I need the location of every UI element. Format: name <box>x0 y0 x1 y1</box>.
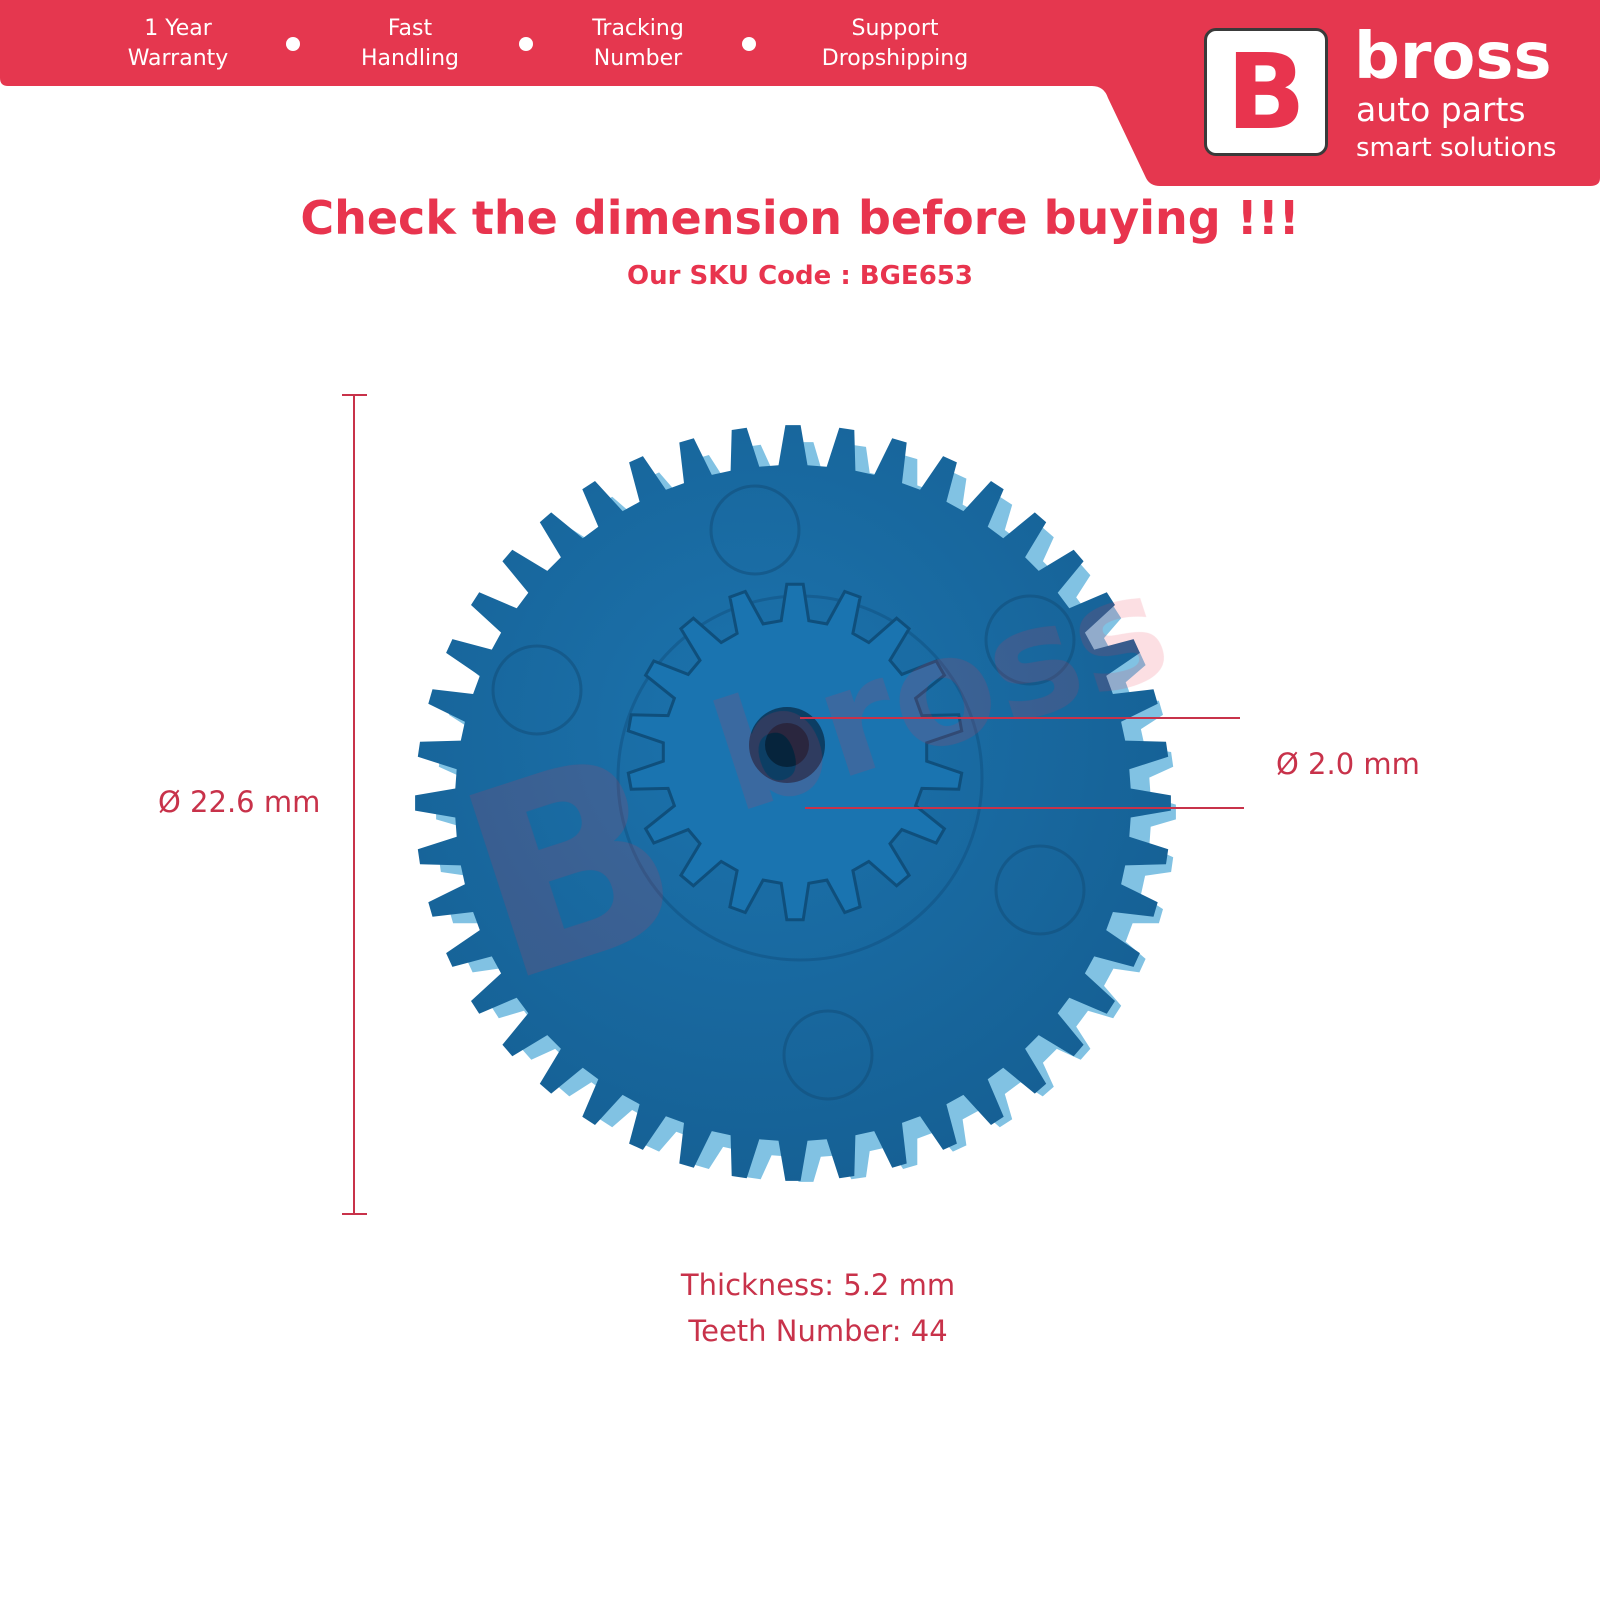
separator-dot-3 <box>742 37 756 51</box>
brand-tagline-1: auto parts <box>1356 90 1526 129</box>
feature-fast-handling: Fast Handling <box>361 14 459 74</box>
gear-hole-lower-right <box>994 844 1086 936</box>
separator-dot-2 <box>519 37 533 51</box>
brand-name: bross <box>1354 20 1552 94</box>
headline: Check the dimension before buying !!! <box>300 191 1300 245</box>
feature-tracking-line2: Number <box>593 46 683 71</box>
gear-hole-bottom <box>782 1009 874 1101</box>
teeth-number-label: Teeth Number: 44 <box>688 1314 948 1348</box>
inner-diameter-label: Ø 2.0 mm <box>1276 747 1420 781</box>
brand-tagline-2: smart solutions <box>1356 133 1557 163</box>
feature-support-line1: Support <box>851 16 939 41</box>
feature-warranty: 1 Year Warranty <box>128 14 229 74</box>
sku-code: Our SKU Code : BGE653 <box>627 261 973 291</box>
header-banner <box>0 0 1600 186</box>
feature-fast-line1: Fast <box>387 16 433 41</box>
feature-warranty-line1: 1 Year <box>144 16 212 41</box>
feature-support-dropshipping: Support Dropshipping <box>822 14 968 74</box>
feature-tracking-number: Tracking Number <box>592 14 684 74</box>
outer-diameter-label: Ø 22.6 mm <box>158 785 321 819</box>
gear-hole-right <box>984 594 1076 686</box>
feature-tracking-line1: Tracking <box>592 16 684 41</box>
feature-fast-line2: Handling <box>360 46 460 71</box>
feature-support-line2: Dropshipping <box>821 46 969 71</box>
gear-hole-left <box>491 644 583 736</box>
separator-dot-1 <box>286 37 300 51</box>
spec-block: Thickness: 5.2 mm Teeth Number: 44 <box>0 1262 1600 1354</box>
height-dimension-marker <box>342 394 367 1215</box>
logo-letter: B <box>1226 31 1306 153</box>
gear-hole-top <box>709 484 801 576</box>
logo-badge: B <box>1204 28 1328 156</box>
center-bore-inner <box>765 723 809 767</box>
thickness-label: Thickness: 5.2 mm <box>680 1268 956 1302</box>
bore-dimension-marker <box>800 717 1244 809</box>
feature-warranty-line2: Warranty <box>127 46 229 71</box>
